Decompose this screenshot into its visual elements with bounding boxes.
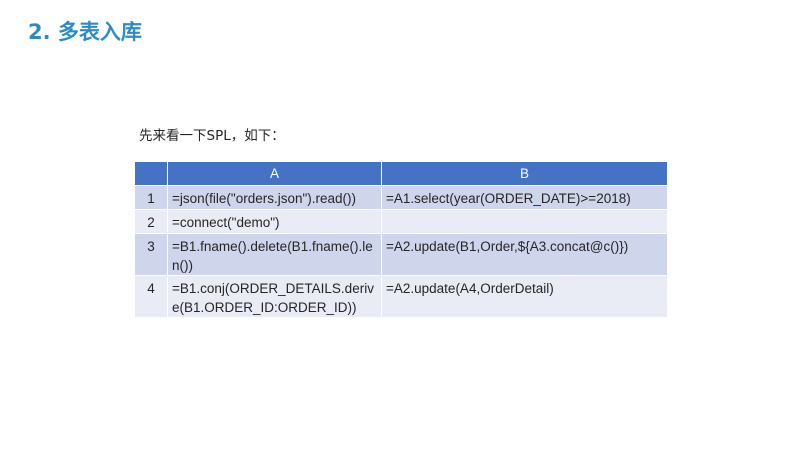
row-number: 2 — [134, 209, 168, 234]
cell-a1: =json(file("orders.json").read()) — [167, 185, 382, 210]
cell-b3: =A2.update(B1,Order,${A3.concat@c()}) — [381, 233, 668, 276]
table-row: 3 =B1.fname().delete(B1.fname().len()) =… — [134, 233, 668, 276]
table-row: 2 =connect("demo") — [134, 209, 668, 234]
cell-a3: =B1.fname().delete(B1.fname().len()) — [167, 233, 382, 276]
table-row: 1 =json(file("orders.json").read()) =A1.… — [134, 185, 668, 210]
cell-b2 — [381, 209, 668, 234]
row-number: 4 — [134, 275, 168, 318]
cell-b1: =A1.select(year(ORDER_DATE)>=2018) — [381, 185, 668, 210]
row-number: 3 — [134, 233, 168, 276]
intro-text: 先来看一下SPL，如下： — [139, 128, 285, 144]
spl-grid-table: A B 1 =json(file("orders.json").read()) … — [134, 161, 668, 318]
row-number: 1 — [134, 185, 168, 210]
column-header-a: A — [167, 161, 382, 186]
slide-title: 2. 多表入库 — [28, 20, 142, 44]
table-header-row: A B — [134, 161, 668, 186]
column-header-b: B — [381, 161, 668, 186]
cell-a2: =connect("demo") — [167, 209, 382, 234]
cell-a4: =B1.conj(ORDER_DETAILS.derive(B1.ORDER_I… — [167, 275, 382, 318]
header-corner-cell — [134, 161, 168, 186]
table-row: 4 =B1.conj(ORDER_DETAILS.derive(B1.ORDER… — [134, 275, 668, 318]
cell-b4: =A2.update(A4,OrderDetail) — [381, 275, 668, 318]
